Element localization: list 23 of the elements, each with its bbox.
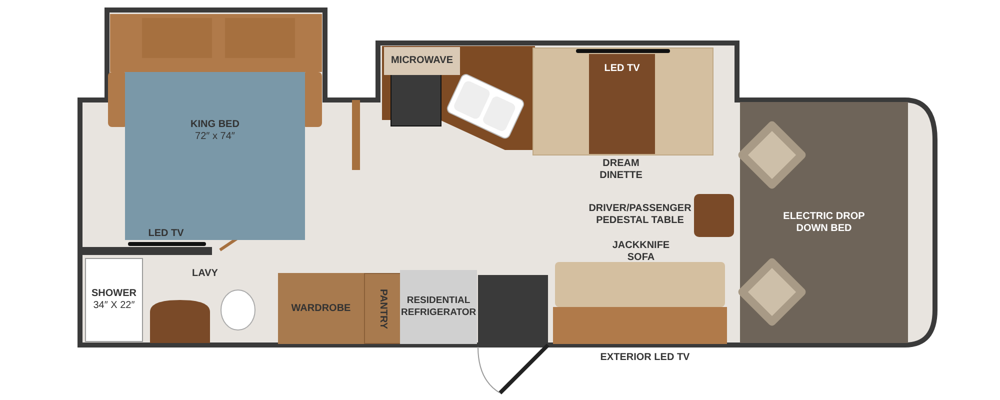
room-label: RESIDENTIAL REFRIGERATOR (401, 295, 476, 319)
shower (85, 258, 143, 342)
dimension-label: 72″ x 74″ (195, 131, 235, 143)
room-label: ELECTRIC DROP DOWN BED (782, 210, 866, 234)
dinette-table (589, 54, 655, 154)
room-label: WARDROBE (291, 302, 351, 314)
tv-label: LED TV (147, 228, 185, 240)
room-label: PANTRY (376, 288, 388, 328)
furniture-label: JACKKNIFE SOFA (611, 240, 671, 264)
furniture-label: DRIVER/PASSENGER PEDESTAL TABLE (588, 203, 692, 227)
room-label: SHOWER (92, 288, 136, 300)
bed (125, 72, 305, 240)
area-label: DREAM DINETTE (598, 158, 644, 182)
wardrobe (278, 273, 364, 344)
room-label: KING BED (190, 119, 240, 131)
microwave (384, 47, 460, 75)
room-label: LAVY (191, 268, 219, 280)
pantry (364, 273, 401, 344)
tv-label: EXTERIOR LED TV (599, 352, 691, 364)
room-label: LED TV (604, 63, 640, 75)
room-label: MICROWAVE (390, 55, 454, 67)
dimension-label: 34″ X 22″ (93, 300, 135, 312)
refrigerator (400, 270, 477, 344)
